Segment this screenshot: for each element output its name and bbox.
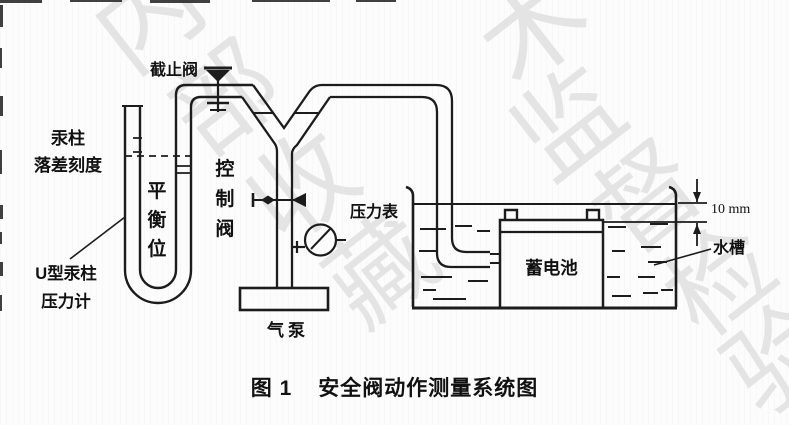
pressure-gauge-symbol bbox=[292, 223, 346, 257]
control-valve-label: 控制阀 bbox=[215, 159, 235, 240]
battery-connector-stub bbox=[490, 253, 500, 264]
leader-lines bbox=[69, 216, 712, 266]
tank-left-wall bbox=[405, 185, 415, 307]
pressure-gauge-label: 压力表 bbox=[350, 204, 399, 221]
water-depth-value: 10 mm bbox=[711, 202, 751, 217]
piping bbox=[241, 83, 500, 288]
u-tube-leader bbox=[69, 216, 126, 260]
u-tube-label: U型汞柱 压力计 bbox=[35, 265, 97, 311]
figure-caption: 图 1 安全阀动作测量系统图 bbox=[0, 372, 789, 402]
figure-title: 安全阀动作测量系统图 bbox=[318, 377, 539, 400]
stop-valve-symbol bbox=[204, 66, 232, 112]
air-pump-label: 气泵 bbox=[267, 321, 309, 340]
figure-number: 图 1 bbox=[250, 377, 293, 400]
water-dashes bbox=[419, 223, 673, 300]
battery-box bbox=[498, 208, 605, 310]
battery-terminal-right bbox=[585, 208, 601, 220]
water-tank-label: 水槽 bbox=[713, 240, 746, 257]
mercury-scale-label: 汞柱 落差刻度 bbox=[34, 129, 102, 175]
balance-position-label: 平衡位 bbox=[147, 181, 167, 260]
dimension-10mm bbox=[603, 179, 707, 246]
water-tank-leader bbox=[653, 248, 712, 266]
water-tank bbox=[405, 185, 678, 310]
stop-valve-label: 截止阀 bbox=[150, 62, 199, 79]
battery-label: 蓄电池 bbox=[525, 258, 578, 278]
u-tube-manometer bbox=[122, 83, 253, 305]
air-pump-symbol bbox=[238, 286, 330, 312]
tank-right-wall bbox=[668, 185, 678, 307]
battery-terminal-left bbox=[503, 208, 519, 220]
gauge-needle bbox=[310, 227, 332, 250]
control-valve-symbol bbox=[251, 193, 306, 207]
